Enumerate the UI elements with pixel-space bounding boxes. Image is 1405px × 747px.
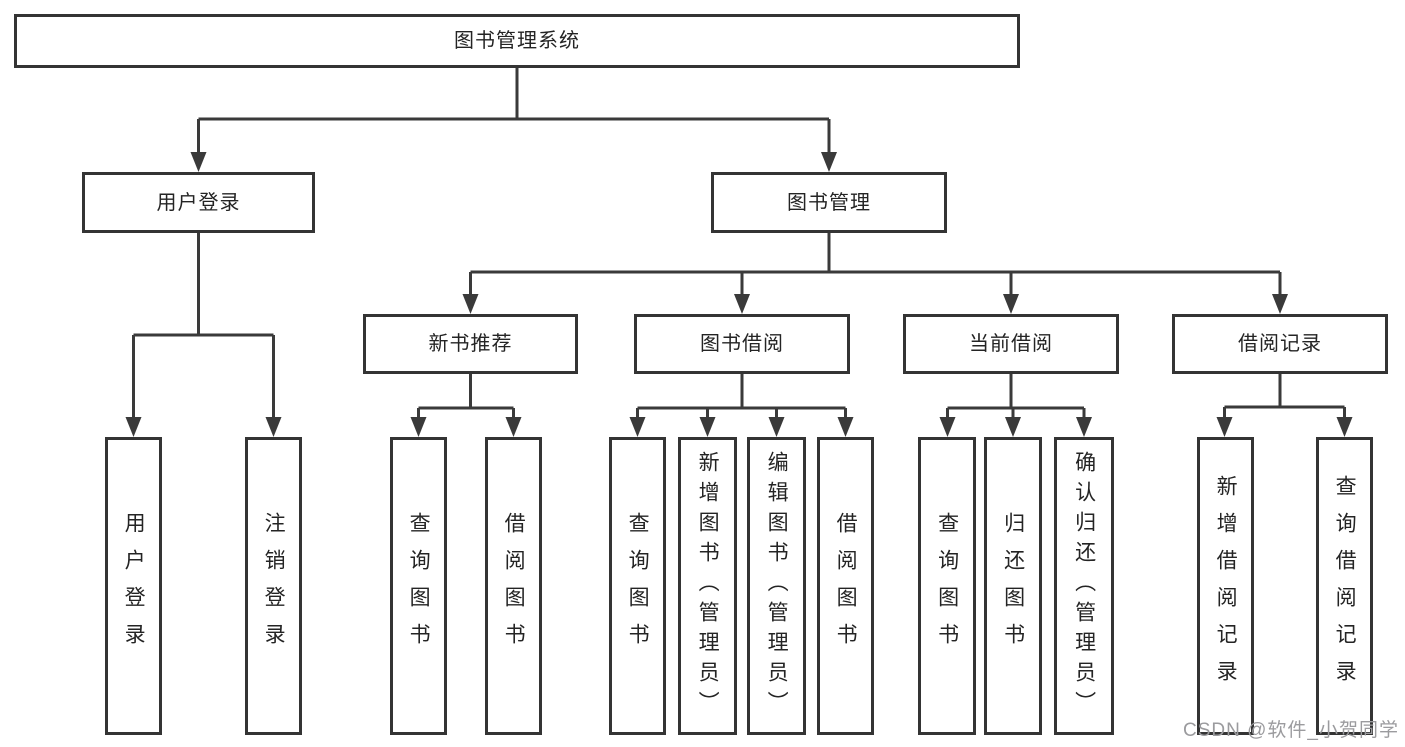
node-root: 图书管理系统 [14, 14, 1020, 68]
node-current-borrow: 当前借阅 [903, 314, 1119, 374]
node-book-management: 图书管理 [711, 172, 947, 233]
leaf-add-borrow-record: 新增借阅记录 [1197, 437, 1254, 735]
leaf-borrow-books-recommend: 借阅图书 [485, 437, 542, 735]
leaf-add-book-admin: 新增图书（管理员） [678, 437, 737, 735]
leaf-confirm-return-admin: 确认归还（管理员） [1054, 437, 1114, 735]
csdn-watermark: CSDN @软件_小贺同学 [1183, 720, 1399, 741]
leaf-query-books-borrow: 查询图书 [609, 437, 666, 735]
leaf-user-login: 用户登录 [105, 437, 162, 735]
leaf-borrow-books-borrow: 借阅图书 [817, 437, 874, 735]
leaf-query-borrow-record: 查询借阅记录 [1316, 437, 1373, 735]
leaf-edit-book-admin: 编辑图书（管理员） [747, 437, 806, 735]
arrowhead-icons [125, 152, 1353, 437]
leaf-logout: 注销登录 [245, 437, 302, 735]
leaf-query-books-recommend: 查询图书 [390, 437, 447, 735]
leaf-return-book: 归还图书 [984, 437, 1042, 735]
node-user-login: 用户登录 [82, 172, 315, 233]
node-new-book-recommend: 新书推荐 [363, 314, 578, 374]
node-borrow-records: 借阅记录 [1172, 314, 1388, 374]
leaf-query-books-current: 查询图书 [918, 437, 976, 735]
node-book-borrow: 图书借阅 [634, 314, 850, 374]
